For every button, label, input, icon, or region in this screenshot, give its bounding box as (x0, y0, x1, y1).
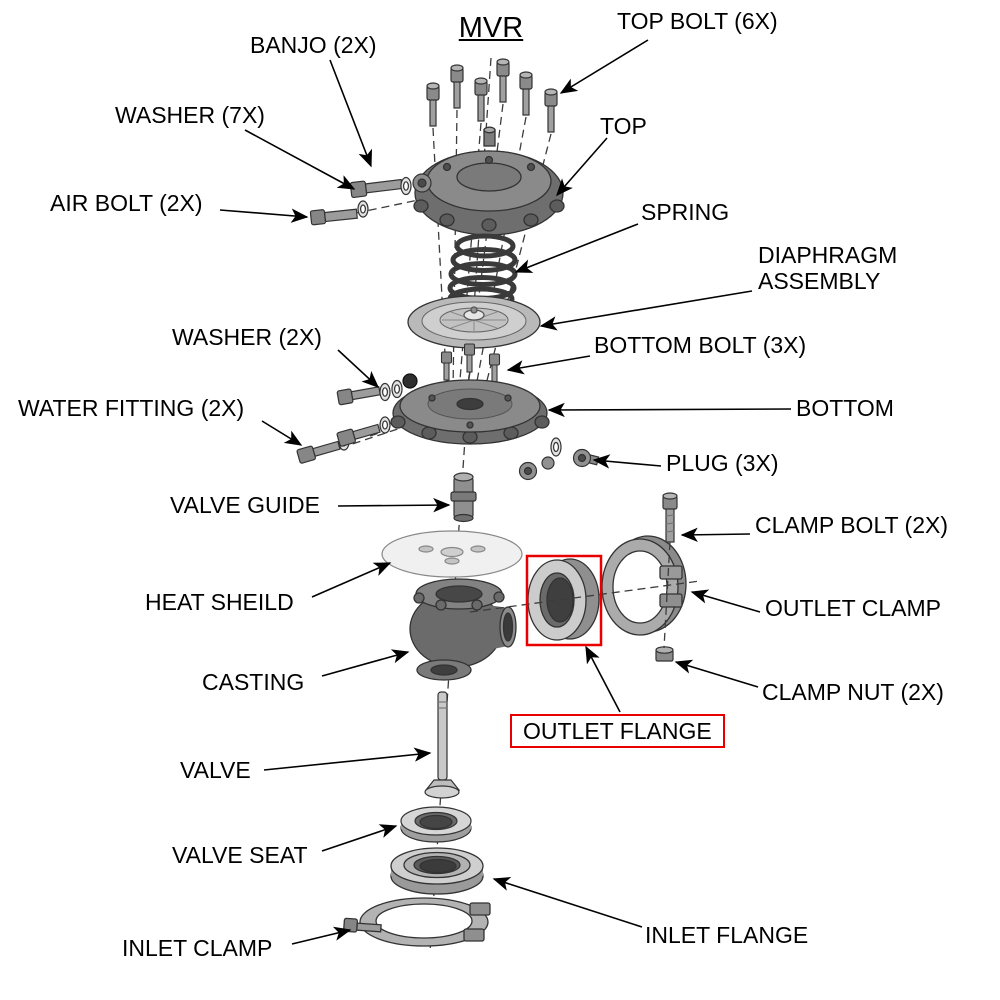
casting-part (409, 578, 517, 681)
label-banjo: BANJO (2X) (250, 32, 377, 58)
inlet-flange-part (390, 847, 484, 895)
label-valve-guide: VALVE GUIDE (170, 492, 320, 518)
bottom-bolts-part (440, 343, 501, 383)
label-clamp-bolt: CLAMP BOLT (2X) (755, 512, 949, 538)
label-top-bolt: TOP BOLT (6X) (617, 8, 778, 34)
outlet-flange-part (527, 558, 600, 641)
highlight-box-outlet-flange (525, 554, 603, 647)
valve-guide-part (450, 472, 477, 523)
leader-arrows (219, 39, 792, 945)
label-casting: CASTING (202, 669, 305, 695)
label-air-bolt: AIR BOLT (2X) (50, 190, 203, 216)
label-plug: PLUG (3X) (666, 450, 779, 476)
label-outlet-flange-highlighted: OUTLET FLANGE (510, 714, 725, 749)
front-axis-lines (469, 541, 701, 649)
valve-part (424, 691, 461, 799)
label-top: TOP (600, 113, 647, 139)
label-valve-seat: VALVE SEAT (172, 842, 308, 868)
outlet-clamp-part (601, 535, 687, 636)
heat-shield-part (381, 530, 523, 578)
plugs-part (518, 437, 600, 481)
water-fittings-part (296, 416, 391, 464)
label-inlet-clamp: INLET CLAMP (122, 935, 273, 961)
top-cap-part (413, 126, 565, 236)
washers-2x-part (336, 373, 418, 406)
label-clamp-nut: CLAMP NUT (2X) (762, 679, 944, 705)
label-valve: VALVE (180, 757, 251, 783)
inlet-clamp-part (343, 897, 491, 947)
label-spring: SPRING (641, 199, 730, 225)
label-bottom-bolt: BOTTOM BOLT (3X) (594, 332, 807, 358)
diagram-title: MVR (458, 12, 524, 44)
label-bottom: BOTTOM (796, 395, 894, 421)
clamp-bolt-nut-part (655, 492, 678, 662)
banjo-air-bolt-part (309, 173, 432, 226)
bottom-housing-part (390, 379, 550, 445)
label-diaphragm-assembly: DIAPHRAGM ASSEMBLY (758, 242, 898, 295)
label-washer-2x: WASHER (2X) (172, 324, 322, 350)
top-bolts-part (426, 58, 558, 133)
label-outlet-clamp: OUTLET CLAMP (765, 595, 941, 621)
valve-seat-part (400, 806, 472, 843)
label-washer-7x: WASHER (7X) (115, 102, 265, 128)
diaphragm-assembly-part (407, 295, 541, 349)
label-heat-shield: HEAT SHEILD (145, 589, 294, 615)
label-water-fitting: WATER FITTING (2X) (18, 395, 245, 421)
label-inlet-flange: INLET FLANGE (645, 922, 809, 948)
